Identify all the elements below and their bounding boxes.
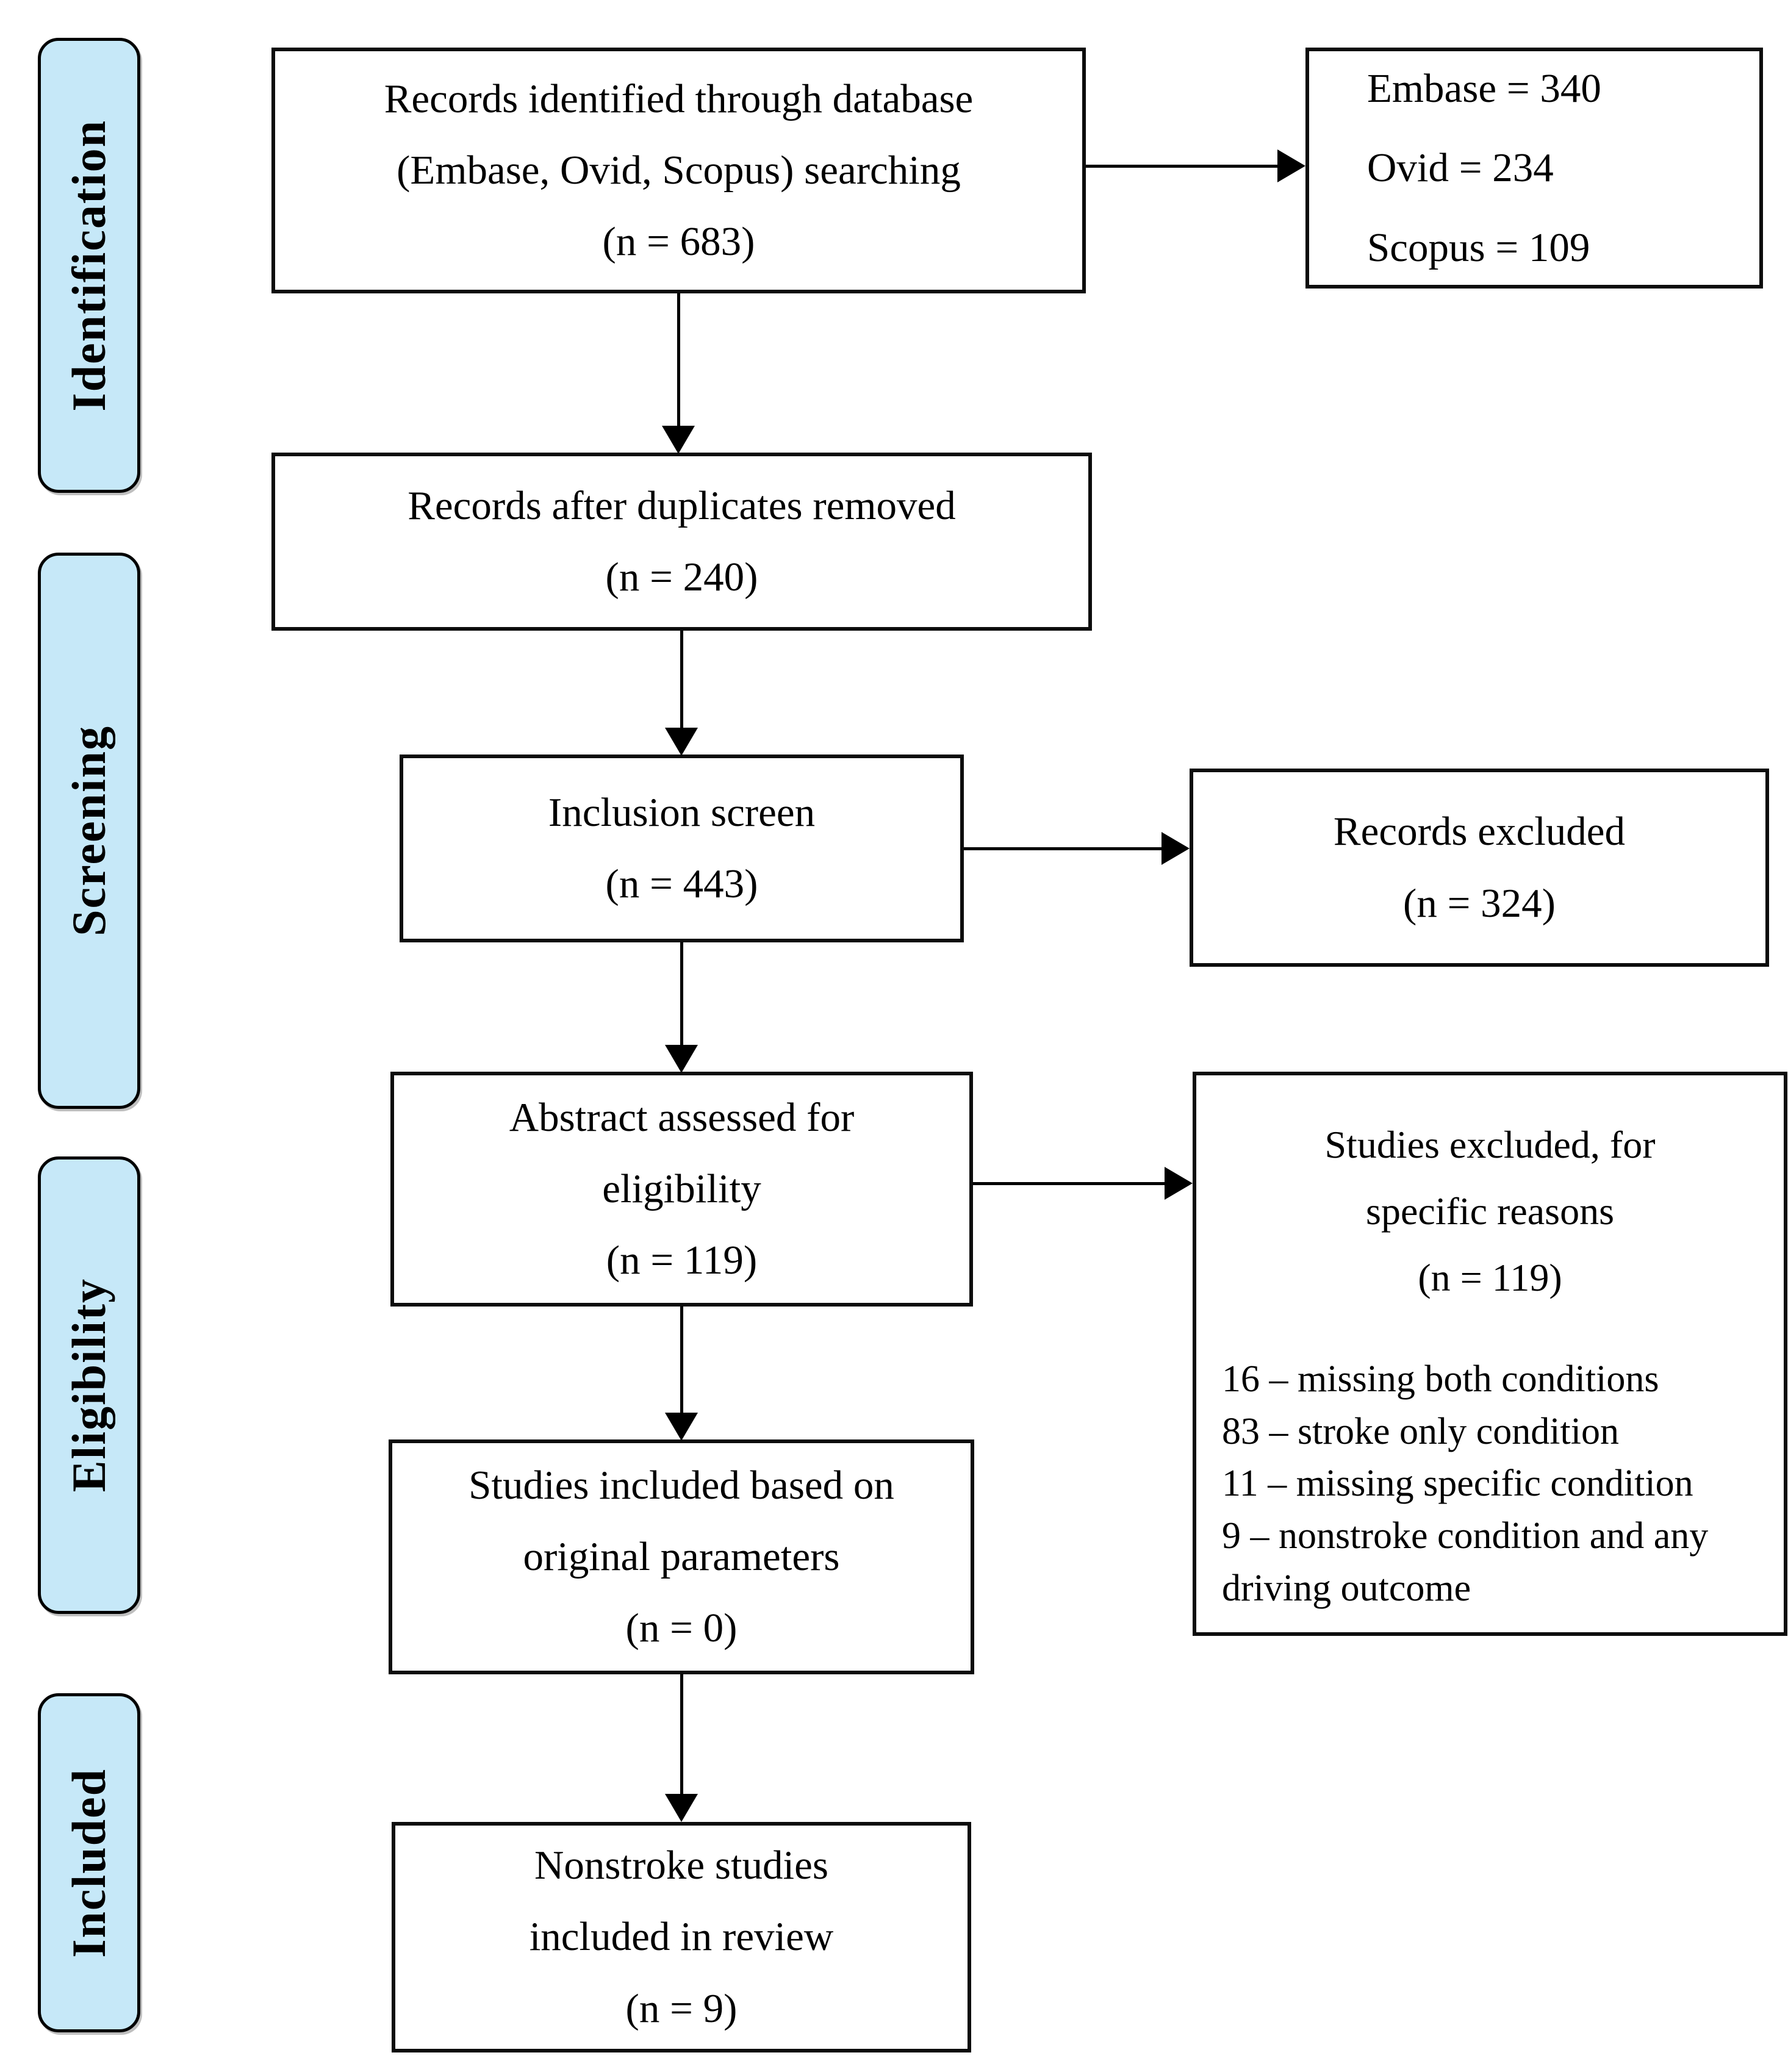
records-identified-line1: Records identified through database: [384, 76, 974, 121]
exclusion-reason-item: 9 – nonstroke condition and any driving …: [1222, 1515, 1709, 1609]
records-identified-line2: (Embase, Ovid, Scopus) searching: [397, 147, 961, 193]
inclusion-screen-count: (n = 443): [605, 861, 758, 906]
box-duplicates-removed: Records after duplicates removed (n = 24…: [271, 453, 1092, 631]
box-abstract-assessed: Abstract assessed for eligibility (n = 1…: [390, 1072, 973, 1307]
records-excluded-count: (n = 324): [1403, 880, 1556, 926]
box-inclusion-screen: Inclusion screen (n = 443): [400, 755, 964, 942]
box-database-counts: Embase = 340 Ovid = 234 Scopus = 109: [1305, 48, 1763, 289]
arrow-original-to-nonstroke-line: [680, 1674, 683, 1796]
duplicates-removed-line1: Records after duplicates removed: [408, 482, 956, 528]
studies-included-original-line2: original parameters: [523, 1533, 840, 1579]
nonstroke-included-count: (n = 9): [625, 1985, 738, 2031]
arrow-inclusion-to-excluded-head: [1161, 832, 1190, 865]
arrow-identified-to-counts-head: [1277, 149, 1305, 182]
stage-screening: Screening: [38, 553, 140, 1109]
records-excluded-line1: Records excluded: [1333, 809, 1626, 855]
abstract-assessed-line2: eligibility: [602, 1166, 761, 1211]
nonstroke-included-line1: Nonstroke studies: [534, 1843, 828, 1888]
database-count-embase: Embase = 340: [1367, 65, 1601, 111]
exclusion-reason-item: 16 – missing both conditions: [1222, 1358, 1659, 1400]
arrow-identified-to-duplicates-head: [662, 426, 695, 454]
arrow-inclusion-to-excluded-line: [964, 847, 1165, 850]
box-records-excluded: Records excluded (n = 324): [1190, 769, 1769, 967]
arrow-abstract-to-excluded-head: [1165, 1167, 1193, 1200]
box-records-identified: Records identified through database (Emb…: [271, 48, 1086, 293]
stage-eligibility-label: Eligibility: [62, 1278, 115, 1493]
stage-identification: Identification: [38, 38, 140, 493]
arrow-original-to-nonstroke-head: [665, 1794, 698, 1822]
studies-included-original-count: (n = 0): [625, 1605, 738, 1651]
abstract-assessed-line1: Abstract assessed for: [509, 1094, 855, 1140]
arrow-inclusion-to-abstract-line: [680, 942, 683, 1047]
database-count-scopus: Scopus = 109: [1367, 224, 1590, 270]
exclusion-reason-item: 11 – missing specific condition: [1222, 1463, 1693, 1505]
arrow-inclusion-to-abstract-head: [665, 1045, 698, 1073]
stage-included-label: Included: [62, 1768, 115, 1958]
stage-screening-label: Screening: [62, 725, 115, 936]
inclusion-screen-line1: Inclusion screen: [548, 789, 816, 835]
exclusion-reasons-list: 16 – missing both conditions 83 – stroke…: [1196, 1353, 1740, 1615]
stage-eligibility: Eligibility: [38, 1156, 140, 1614]
box-studies-excluded: Studies excluded, for specific reasons (…: [1193, 1072, 1787, 1636]
studies-excluded-line1: Studies excluded, for: [1324, 1123, 1656, 1166]
box-studies-included-original: Studies included based on original param…: [389, 1439, 974, 1674]
box-nonstroke-included: Nonstroke studies included in review (n …: [392, 1822, 971, 2052]
arrow-abstract-to-original-line: [680, 1307, 683, 1415]
arrow-identified-to-counts-line: [1086, 165, 1281, 168]
studies-excluded-count: (n = 119): [1418, 1255, 1562, 1299]
arrow-abstract-to-original-head: [665, 1413, 698, 1441]
arrow-identified-to-duplicates-line: [677, 293, 680, 428]
arrow-duplicates-to-inclusion-head: [665, 728, 698, 756]
arrow-abstract-to-excluded-line: [973, 1182, 1168, 1185]
stage-included: Included: [38, 1693, 140, 2032]
studies-included-original-line1: Studies included based on: [469, 1462, 894, 1508]
studies-excluded-line2: specific reasons: [1366, 1189, 1614, 1233]
stage-identification-label: Identification: [62, 119, 115, 412]
nonstroke-included-line2: included in review: [529, 1914, 834, 1960]
records-identified-count: (n = 683): [602, 219, 755, 265]
duplicates-removed-count: (n = 240): [605, 554, 758, 600]
abstract-assessed-count: (n = 119): [606, 1238, 758, 1283]
arrow-duplicates-to-inclusion-line: [680, 631, 683, 730]
database-count-ovid: Ovid = 234: [1367, 145, 1554, 191]
exclusion-reason-item: 83 – stroke only condition: [1222, 1410, 1619, 1452]
